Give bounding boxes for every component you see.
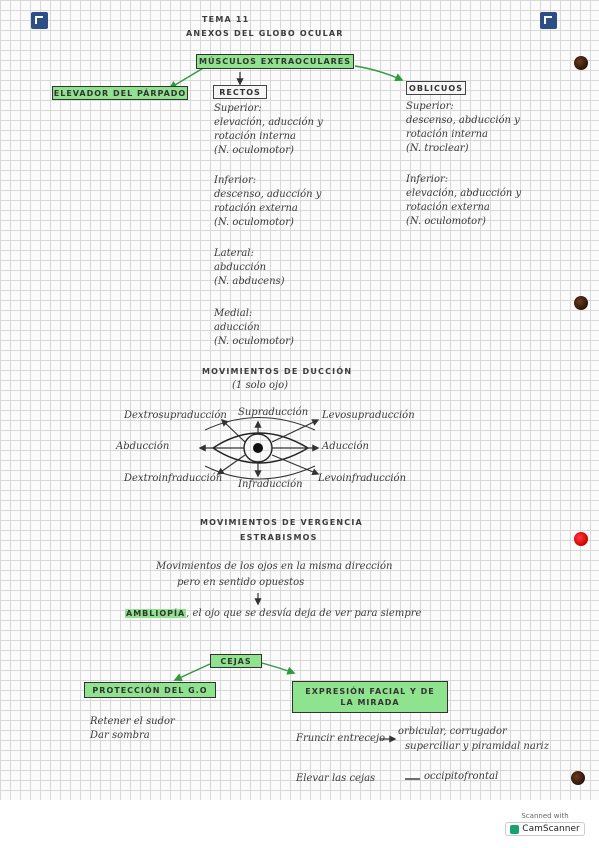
binder-hole-icon (574, 56, 588, 70)
elevar-label: Elevar las cejas (296, 773, 376, 784)
rectos-superior-nerve: (N. oculomotor) (214, 145, 294, 156)
vergencia-line-1: Movimientos de los ojos en la misma dire… (156, 561, 393, 572)
rectos-lateral-line: abducción (214, 262, 267, 273)
oblicuos-superior-nerve: (N. troclear) (406, 143, 469, 154)
rectos-lateral-nerve: (N. abducens) (214, 276, 285, 287)
oblicuos-superior-line: descenso, abducción y (406, 115, 520, 126)
musculos-branch-arrows (168, 65, 404, 89)
cejas-heading-box: CEJAS (210, 654, 262, 668)
rectos-inferior-line: descenso, aducción y (214, 189, 322, 200)
oblicuos-inferior-line: rotación externa (406, 202, 490, 213)
elevar-result: occipitofrontal (424, 771, 499, 782)
rectos-superior-title: Superior: (214, 103, 262, 114)
eye-diagram (198, 417, 320, 480)
vergencia-heading: MOVIMIENTOS DE VERGENCIA (200, 518, 363, 527)
rectos-lateral-title: Lateral: (214, 248, 254, 259)
fruncir-result-2: superciliar y piramidal nariz (405, 741, 550, 752)
proteccion-item: Dar sombra (90, 730, 150, 741)
oblicuos-inferior-nerve: (N. oculomotor) (406, 216, 486, 227)
ambliopia-text: , el ojo que se desvía deja de ver para … (186, 608, 422, 619)
vergencia-line-2: pero en sentido opuestos (177, 577, 305, 588)
label-infraduccion: Infraducción (238, 479, 303, 490)
oblicuos-inferior-line: elevación, abducción y (406, 188, 522, 199)
label-aduccion: Aducción (322, 441, 369, 452)
notebook-page: TEMA 11 ANEXOS DEL GLOBO OCULAR MÚSCULOS… (0, 0, 599, 800)
oblicuos-heading-box: OBLICUOS (406, 81, 466, 95)
arrows-layer (168, 65, 420, 780)
expresion-line-2: LA MIRADA (340, 698, 400, 707)
rectos-superior-line: elevación, aducción y (214, 117, 323, 128)
rectos-heading-box: RECTOS (213, 85, 267, 99)
ambliopia-line: AMBLIOPÍA, el ojo que se desvía deja de … (125, 608, 421, 619)
label-levoinfraduccion: Levoinfraducción (318, 473, 407, 484)
rectos-inferior-line: rotación externa (214, 203, 298, 214)
rectos-medial-line: aducción (214, 322, 260, 333)
fruncir-label: Fruncir entrecejo (296, 733, 386, 744)
cejas-branch-arrows (173, 662, 296, 682)
rectos-medial-nerve: (N. oculomotor) (214, 336, 294, 347)
label-levosupraduccion: Levosupraducción (322, 410, 415, 421)
camscanner-watermark: Scanned with CamScanner (500, 812, 590, 840)
rectos-inferior-title: Inferior: (214, 175, 257, 186)
expresion-box: EXPRESIÓN FACIAL Y DE LA MIRADA (292, 681, 448, 713)
rectos-superior-line: rotación interna (214, 131, 296, 142)
corner-mark-right-icon (540, 12, 557, 29)
label-dextrosupraduccion: Dextrosupraducción (124, 410, 227, 421)
oblicuos-inferior-title: Inferior: (406, 174, 449, 185)
elevador-box: ELEVADOR DEL PÁRPADO (52, 86, 188, 100)
binder-hole-icon (574, 296, 588, 310)
corner-mark-left-icon (31, 12, 48, 29)
camscanner-icon (510, 824, 520, 834)
binder-hole-red-icon (574, 532, 588, 546)
ambliopia-label: AMBLIOPÍA (125, 609, 187, 618)
duccion-heading: MOVIMIENTOS DE DUCCIÓN (202, 367, 353, 376)
oblicuos-superior-title: Superior: (406, 101, 454, 112)
tema-title: TEMA 11 (202, 15, 250, 24)
musculos-heading-box: MÚSCULOS EXTRAOCULARES (196, 54, 354, 69)
tema-subtitle: ANEXOS DEL GLOBO OCULAR (186, 29, 344, 38)
label-abduccion: Abducción (116, 441, 170, 452)
expresion-line-1: EXPRESIÓN FACIAL Y DE (305, 687, 435, 696)
rectos-medial-title: Medial: (214, 308, 253, 319)
oblicuos-superior-line: rotación interna (406, 129, 488, 140)
duccion-subheading: (1 solo ojo) (232, 380, 289, 391)
watermark-logo: CamScanner (505, 822, 585, 836)
label-supraduccion: Supraducción (238, 407, 309, 418)
fruncir-result-1: orbicular, corrugador (398, 726, 507, 737)
binder-hole-icon (571, 771, 585, 785)
proteccion-item: Retener el sudor (90, 716, 175, 727)
label-dextroinfraduccion: Dextroinfraducción (124, 473, 223, 484)
watermark-caption: Scanned with (521, 812, 569, 820)
estrabismos-heading: ESTRABISMOS (240, 533, 318, 542)
rectos-inferior-nerve: (N. oculomotor) (214, 217, 294, 228)
proteccion-box: PROTECCIÓN DEL G.O (84, 682, 216, 698)
watermark-brand: CamScanner (522, 824, 580, 834)
